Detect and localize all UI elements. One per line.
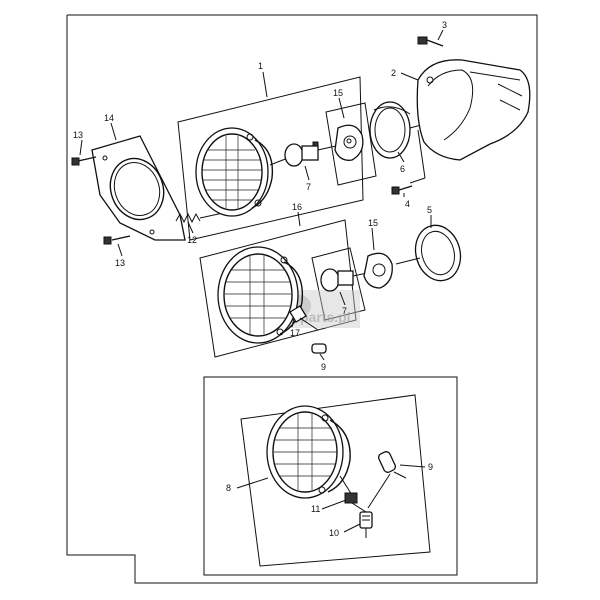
callout-7a: 7 [306,182,311,192]
part-bolt-4 [391,185,413,195]
part-headlamp-16 [217,246,304,344]
part-screw-13a [71,156,97,166]
callout-15b: 15 [368,218,378,228]
callout-17: 17 [290,328,300,338]
part-connector-10 [359,511,373,538]
part-mount-bracket-2 [409,59,531,184]
inner-frame-15b [311,247,366,321]
part-rear-cap-5 [395,224,462,282]
outer-border [66,14,538,584]
callout-13a: 13 [73,130,83,140]
callout-10: 10 [329,528,339,538]
inner-frame-15a [325,102,377,186]
callout-9b: 9 [428,462,433,472]
leader-lines [79,29,444,533]
callout-3: 3 [442,20,447,30]
part-socket-11 [344,492,367,513]
group-frame-1 [177,76,364,241]
callout-16: 16 [292,202,302,212]
watermark-text: parts.pl [300,309,351,325]
part-holder-15a [334,124,364,161]
callout-2: 2 [391,68,396,78]
group-frame-8 [203,376,458,576]
callout-4: 4 [405,199,410,209]
part-bulb-7a [284,141,341,167]
callout-12: 12 [187,235,197,245]
callout-13b: 13 [115,258,125,268]
callout-5: 5 [427,205,432,215]
callout-labels: 1 2 3 4 5 6 7 7 8 9 9 10 11 12 13 13 14 … [73,20,447,538]
callout-15a: 15 [333,88,343,98]
callout-9a: 9 [321,362,326,372]
group-frame-16 [199,219,357,358]
part-work-lamp-8 [266,405,353,499]
part-housing-ring-6 [369,101,441,159]
part-headlamp-1 [195,127,289,217]
callout-1: 1 [258,61,263,71]
part-holder-15b [363,252,393,289]
part-screw-13b [103,235,131,245]
callout-8: 8 [226,483,231,493]
inner-frame-8 [240,394,431,567]
callout-14: 14 [104,113,114,123]
callout-7b: 7 [342,306,347,316]
part-bezel-plate-14 [91,135,186,241]
callout-6: 6 [400,164,405,174]
part-small-bulb-9a [311,343,327,354]
part-bulb-9b [367,451,407,509]
callout-11: 11 [311,504,320,514]
part-bolt-3 [417,36,444,47]
